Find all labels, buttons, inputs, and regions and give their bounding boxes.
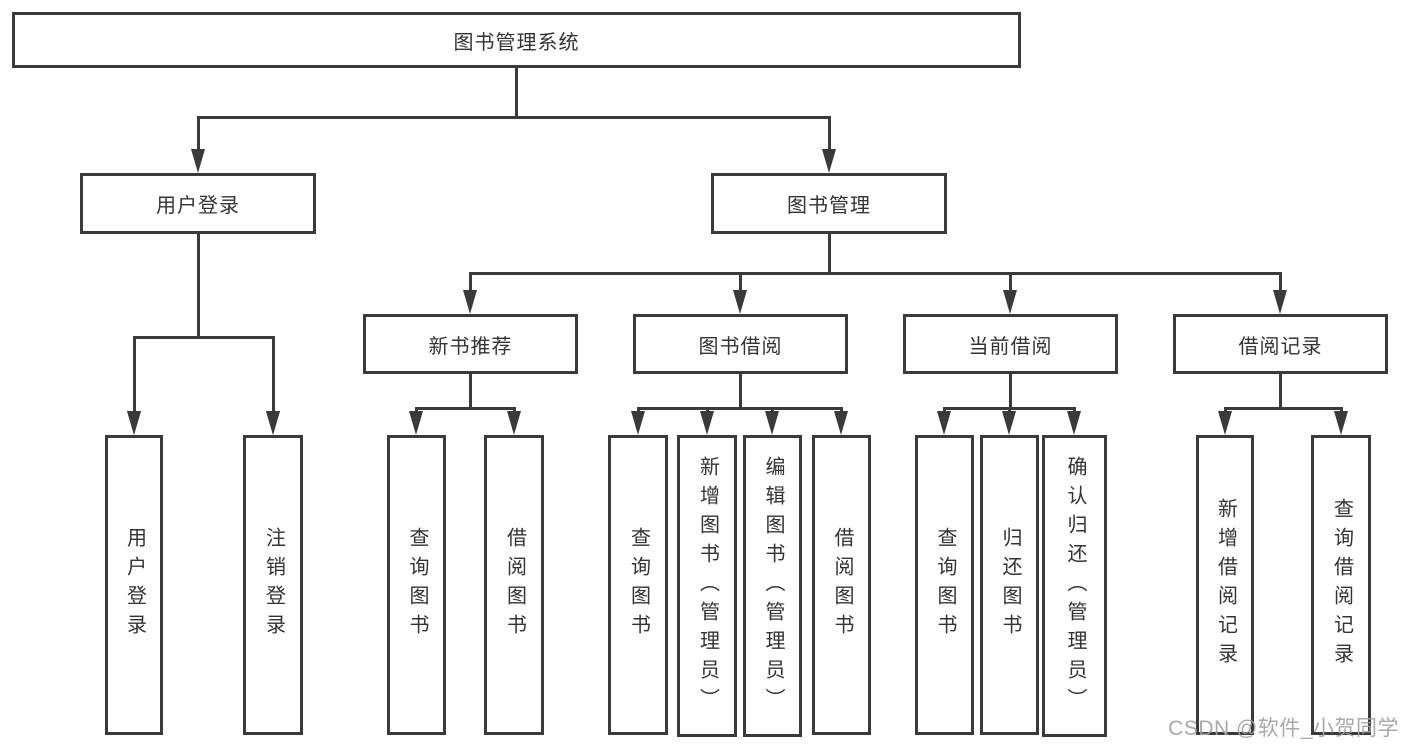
connector-line xyxy=(1278,273,1282,292)
leaf-query-books-borrow: 查询图书 xyxy=(608,435,668,735)
connector-line xyxy=(271,337,275,413)
leaf-borrow-books-recommend: 借阅图书 xyxy=(484,435,544,735)
connector-line xyxy=(132,337,136,413)
group-current-borrowing: 当前借阅 xyxy=(903,314,1118,374)
root-node-label: 图书管理系统 xyxy=(453,31,580,54)
connector-line xyxy=(827,234,831,274)
arrowhead-down-icon xyxy=(1003,290,1017,314)
arrowhead-down-icon xyxy=(127,411,141,435)
leaf-label: 编辑图书（管理员） xyxy=(762,455,784,717)
connector-line xyxy=(196,117,200,151)
arrowhead-down-icon xyxy=(507,411,521,435)
connector-line xyxy=(636,406,843,410)
leaf-label: 归还图书 xyxy=(999,527,1021,643)
connector-line xyxy=(738,374,742,409)
connector-line xyxy=(1223,406,1343,410)
arrowhead-down-icon xyxy=(700,411,714,435)
arrowhead-down-icon xyxy=(733,290,747,314)
arrowhead-down-icon xyxy=(1067,411,1081,435)
leaf-borrow-books: 借阅图书 xyxy=(812,435,871,735)
arrowhead-down-icon xyxy=(266,411,280,435)
branch-book-management-label: 图书管理 xyxy=(787,195,871,217)
leaf-return-books: 归还图书 xyxy=(980,435,1039,735)
connector-line xyxy=(132,335,275,339)
leaf-label: 查询借阅记录 xyxy=(1330,498,1353,672)
connector-line xyxy=(942,406,1076,410)
leaf-confirm-return-admin: 确认归还（管理员） xyxy=(1042,435,1107,737)
leaf-add-books-admin: 新增图书（管理员） xyxy=(677,435,737,737)
connector-line xyxy=(827,117,831,151)
leaf-label: 借阅图书 xyxy=(503,527,526,643)
connector-line xyxy=(414,406,516,410)
group-book-borrowing-label: 图书借阅 xyxy=(698,335,783,358)
connector-line xyxy=(514,68,518,118)
leaf-query-books-recommend: 查询图书 xyxy=(387,435,446,735)
arrowhead-down-icon xyxy=(834,411,848,435)
group-new-book-recommendation: 新书推荐 xyxy=(363,314,578,374)
leaf-label: 查询图书 xyxy=(934,527,956,643)
arrowhead-down-icon xyxy=(937,411,951,435)
leaf-query-books-current: 查询图书 xyxy=(915,435,974,735)
leaf-user-login-label: 用户登录 xyxy=(123,527,146,643)
arrowhead-down-icon xyxy=(1334,411,1348,435)
leaf-logout-label: 注销登录 xyxy=(262,527,285,643)
connector-line xyxy=(468,273,472,292)
arrowhead-down-icon xyxy=(409,411,423,435)
leaf-label: 新增图书（管理员） xyxy=(696,455,719,717)
leaf-label: 借阅图书 xyxy=(831,527,853,643)
leaf-user-login: 用户登录 xyxy=(105,435,163,735)
branch-user-login: 用户登录 xyxy=(80,173,316,234)
connector-line xyxy=(1278,374,1282,409)
leaf-label: 查询图书 xyxy=(406,527,428,643)
connector-line xyxy=(468,374,472,409)
group-book-borrowing: 图书借阅 xyxy=(633,314,848,374)
group-borrowing-records: 借阅记录 xyxy=(1173,314,1388,374)
connector-line xyxy=(1008,273,1012,292)
branch-user-login-label: 用户登录 xyxy=(156,195,240,217)
csdn-watermark: CSDN @软件_小贺同学 xyxy=(1168,717,1399,740)
connector-line xyxy=(196,115,831,119)
leaf-logout: 注销登录 xyxy=(243,435,303,735)
arrowhead-down-icon xyxy=(765,411,779,435)
connector-line xyxy=(196,234,200,338)
leaf-edit-books-admin: 编辑图书（管理员） xyxy=(743,435,802,737)
leaf-query-borrow-record: 查询借阅记录 xyxy=(1311,435,1371,735)
connector-line xyxy=(738,273,742,292)
branch-book-management: 图书管理 xyxy=(711,173,947,234)
leaf-label: 查询图书 xyxy=(627,527,650,643)
group-borrowing-records-label: 借阅记录 xyxy=(1238,335,1323,358)
arrowhead-down-icon xyxy=(822,149,836,173)
arrowhead-down-icon xyxy=(1273,290,1287,314)
leaf-label: 确认归还（管理员） xyxy=(1064,455,1086,717)
connector-line xyxy=(1008,374,1012,409)
arrowhead-down-icon xyxy=(1002,411,1016,435)
connector-line xyxy=(468,271,1282,275)
group-new-book-recommendation-label: 新书推荐 xyxy=(428,335,513,358)
group-current-borrowing-label: 当前借阅 xyxy=(968,335,1053,358)
root-node-library-management-system: 图书管理系统 xyxy=(12,12,1021,68)
arrowhead-down-icon xyxy=(463,290,477,314)
leaf-label: 新增借阅记录 xyxy=(1214,498,1237,672)
arrowhead-down-icon xyxy=(191,149,205,173)
arrowhead-down-icon xyxy=(1218,411,1232,435)
arrowhead-down-icon xyxy=(631,411,645,435)
leaf-add-borrow-record: 新增借阅记录 xyxy=(1196,435,1254,735)
